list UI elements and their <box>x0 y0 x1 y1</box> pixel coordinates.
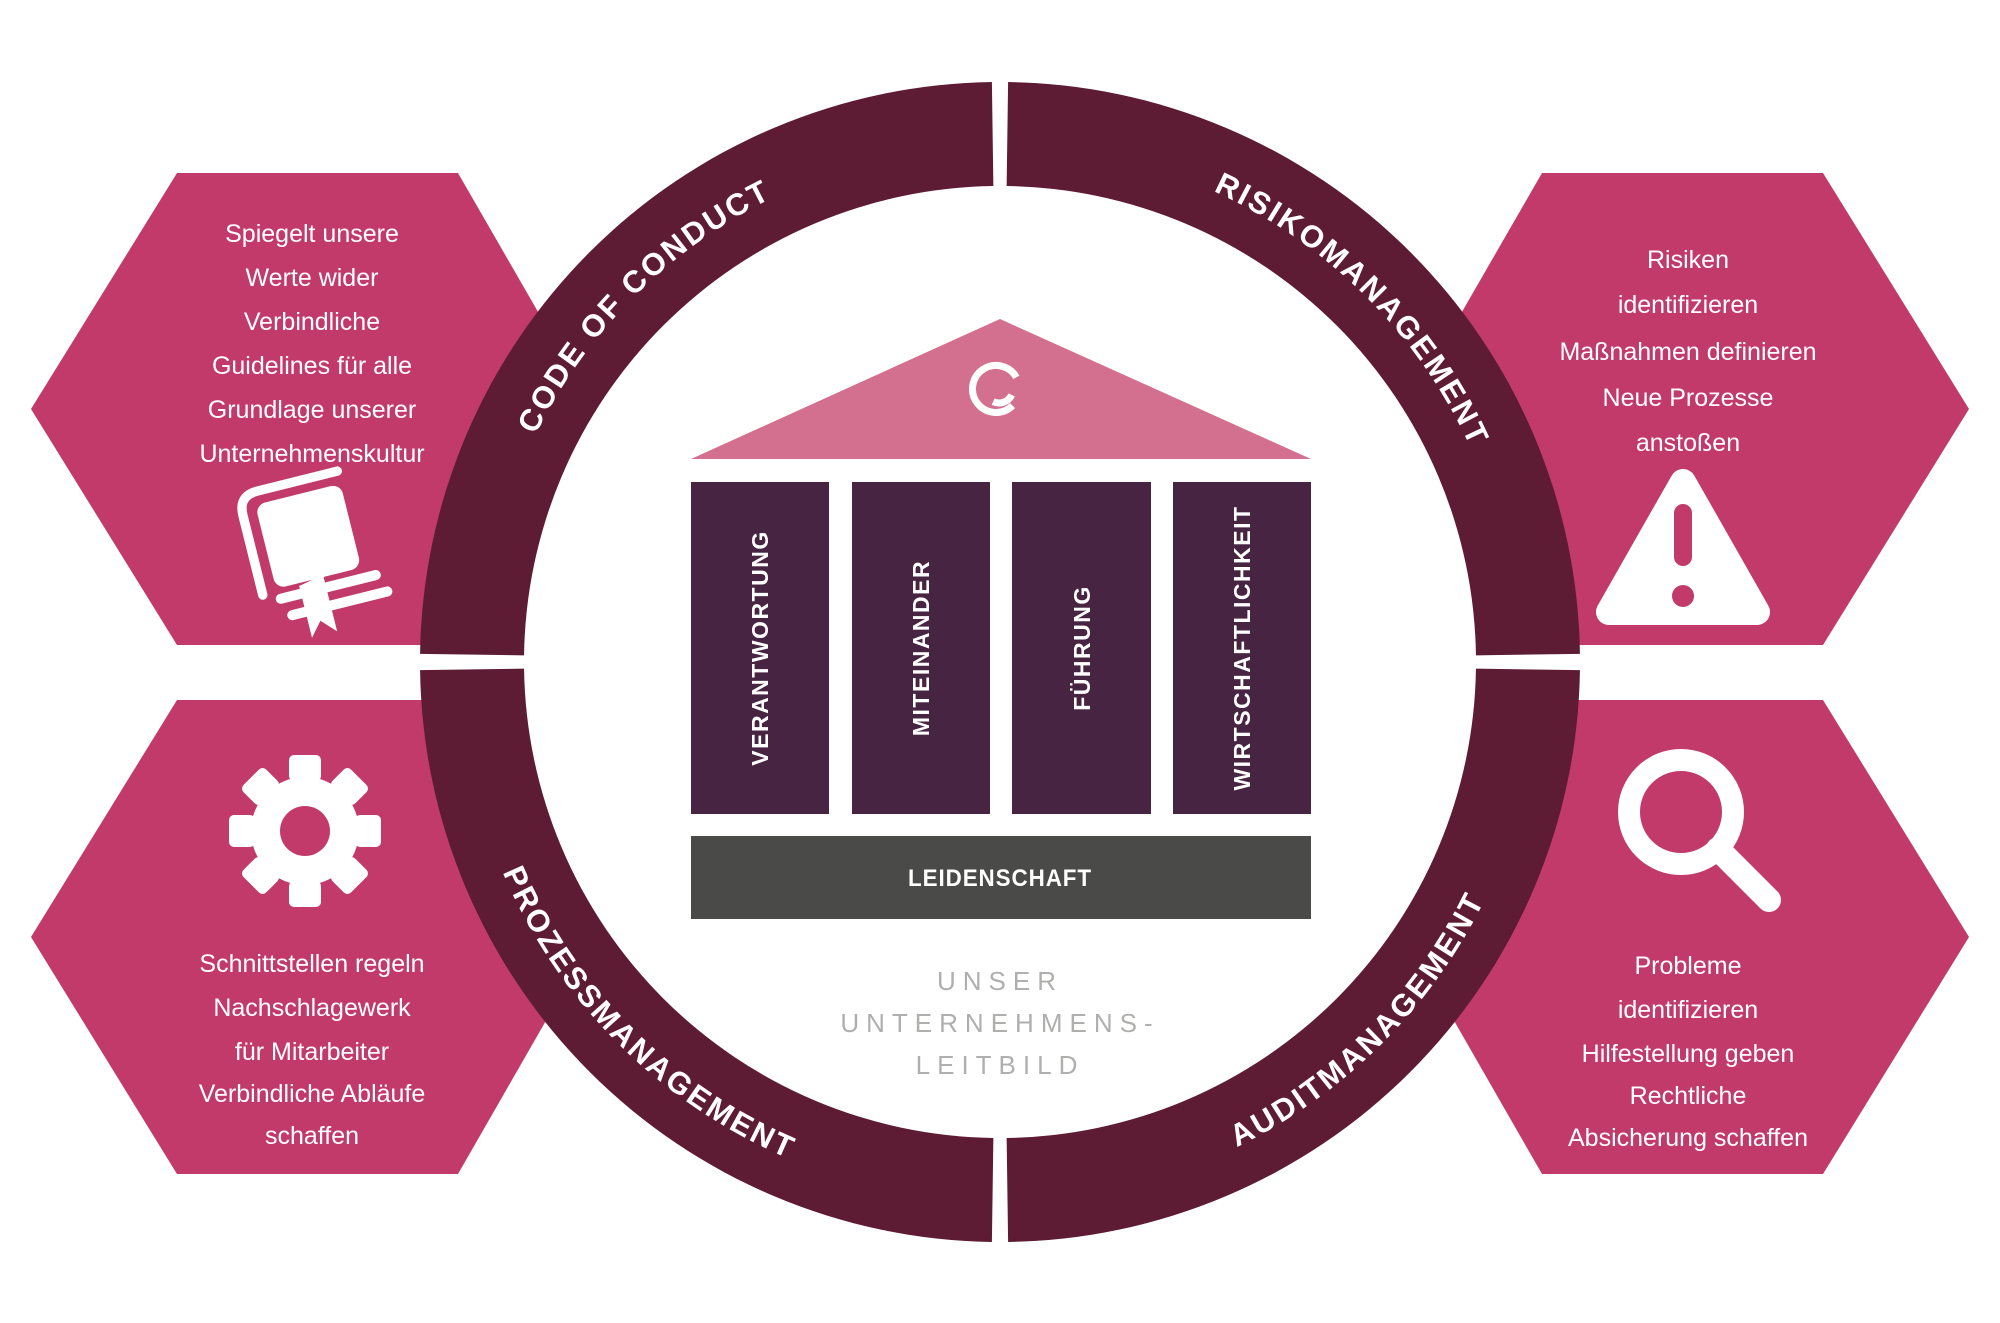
ring-segment-bottom-right <box>1006 668 1580 1242</box>
hexagon-text-line: Guidelines für alle <box>212 352 412 380</box>
hexagon-text-line: Maßnahmen definieren <box>1559 338 1816 366</box>
temple-base-label: LEIDENSCHAFT <box>908 865 1092 892</box>
hexagon-text-line: Unternehmenskultur <box>199 440 424 468</box>
c-logo-icon <box>969 361 1020 416</box>
hexagon-text-line: Neue Prozesse <box>1603 384 1774 412</box>
hexagon-code-of-conduct: Spiegelt unsere Werte wider Verbindliche… <box>31 173 594 645</box>
hexagon-text-line: identifizieren <box>1618 996 1758 1024</box>
ring-segment-bottom-left <box>420 668 994 1242</box>
ring-segment-top-left <box>420 82 994 656</box>
hexagon-text-line: identifizieren <box>1618 291 1758 319</box>
hexagon-text-line: für Mitarbeiter <box>235 1038 389 1066</box>
hexagon-text-line: Werte wider <box>246 264 379 292</box>
pillar <box>1173 482 1311 814</box>
pillar <box>852 482 990 814</box>
book-icon <box>237 466 393 638</box>
ring-segment-top-right <box>1006 82 1580 656</box>
pillar-label: MITEINANDER <box>908 560 934 736</box>
hexagon-text-line: Spiegelt unsere <box>225 220 399 248</box>
caption-line: UNSER <box>937 966 1063 996</box>
hexagon-text-line: Verbindliche <box>244 308 380 336</box>
hexagon-text-line: Absicherung schaffen <box>1568 1124 1808 1152</box>
hexagon-text-line: Rechtliche <box>1630 1082 1747 1110</box>
temple: VERANTWORTUNG MITEINANDER FÜHRUNG WIRTSC… <box>691 319 1311 1080</box>
hexagon-text-line: Nachschlagewerk <box>213 994 411 1022</box>
pillar <box>691 482 829 814</box>
pillar-label: VERANTWORTUNG <box>747 530 773 765</box>
pillar-label: FÜHRUNG <box>1069 585 1095 711</box>
temple-roof <box>691 319 1311 459</box>
temple-base-bar <box>691 836 1311 919</box>
hexagon-text-line: schaffen <box>265 1122 359 1150</box>
hexagon-text-line: Risiken <box>1647 246 1729 274</box>
hexagon-text-line: Probleme <box>1635 952 1742 980</box>
hexagon-text-line: Schnittstellen regeln <box>199 950 424 978</box>
warning-icon <box>1596 469 1770 625</box>
pillar <box>1012 482 1151 814</box>
gear-icon <box>229 755 381 907</box>
caption-line: LEITBILD <box>916 1050 1085 1080</box>
hexagon-text-line: Hilfestellung geben <box>1582 1040 1795 1068</box>
hexagon-text-line: Grundlage unserer <box>208 396 416 424</box>
pillar-label: WIRTSCHAFTLICHKEIT <box>1229 505 1255 790</box>
hexagon-text-line: anstoßen <box>1636 429 1740 457</box>
magnifier-icon <box>1618 749 1781 912</box>
hexagon-text-line: Verbindliche Abläufe <box>199 1080 426 1108</box>
caption-line: UNTERNEHMENS- <box>840 1008 1159 1038</box>
